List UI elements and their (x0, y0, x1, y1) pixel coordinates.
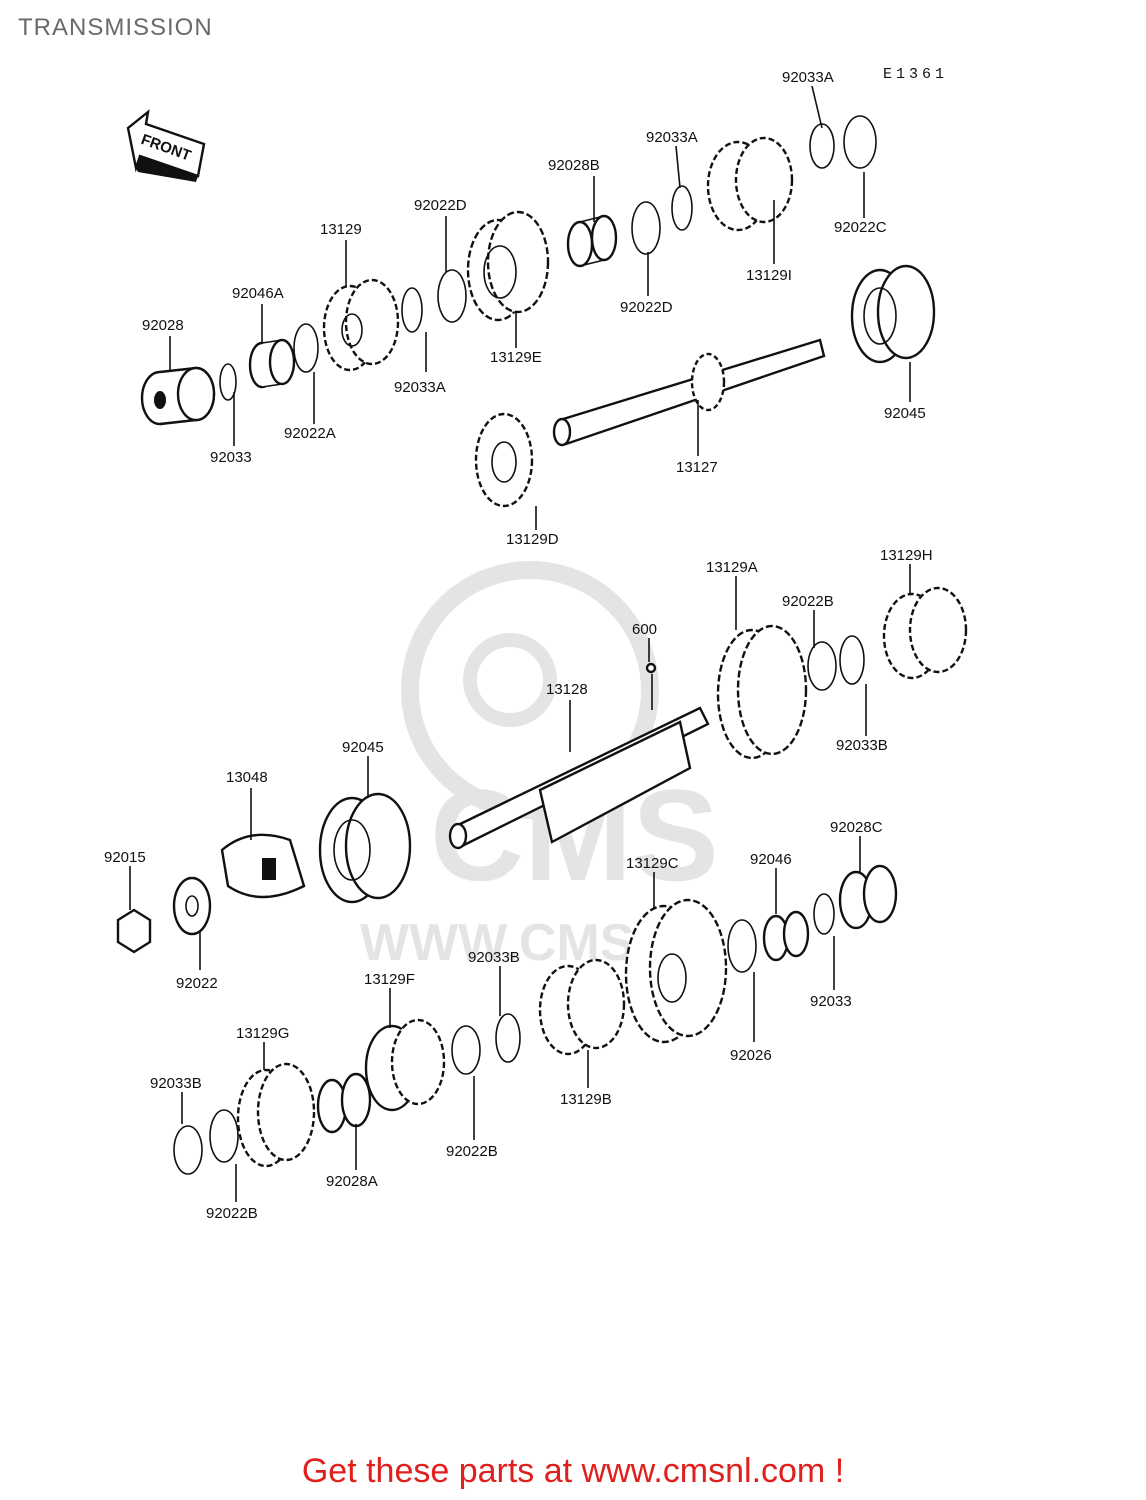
callout-13129f: 13129F (364, 971, 415, 988)
gear-13129a (716, 624, 808, 760)
gear-13129f (364, 1018, 446, 1112)
diagram-code: E1361 (883, 66, 949, 83)
callout-92045-upper: 92045 (884, 405, 926, 422)
shaft-13128 (448, 706, 710, 850)
callout-13129d: 13129D (506, 531, 559, 548)
gear-13129d (474, 412, 534, 508)
callout-92022: 92022 (176, 975, 218, 992)
bush-92028b (566, 214, 618, 268)
callout-92033b-1: 92033B (836, 737, 888, 754)
washer-92022d-1 (437, 269, 467, 323)
shaft-13127 (552, 338, 826, 447)
callout-13129: 13129 (320, 221, 362, 238)
washer-92022c (843, 115, 877, 169)
gear-13129g (236, 1062, 316, 1168)
callout-92028a: 92028A (326, 1173, 378, 1190)
circlip-92033a-3 (809, 123, 835, 169)
gear-13129h (882, 586, 968, 680)
callout-92028c: 92028C (830, 819, 883, 836)
washer-92022b-2 (451, 1025, 481, 1075)
circlip-92033b-3 (173, 1125, 203, 1175)
ball-600 (645, 662, 657, 674)
callout-92033-lower: 92033 (810, 993, 852, 1010)
gear-13129 (322, 278, 400, 372)
callout-92022d-1: 92022D (414, 197, 467, 214)
callout-92028: 92028 (142, 317, 184, 334)
watermark-url: WWW.CMSN (360, 914, 672, 972)
gear-13129e (466, 210, 550, 322)
ball-bearing-92045-upper (850, 264, 936, 364)
callout-92033a-1: 92033A (782, 69, 834, 86)
circlip-92033-lower (813, 893, 835, 935)
callout-13129i: 13129I (746, 267, 792, 284)
callout-92022b-1: 92022B (782, 593, 834, 610)
footer-cta-link[interactable]: Get these parts at www.cmsnl.com ! (301, 1452, 845, 1490)
callout-92022c: 92022C (834, 219, 887, 236)
callout-13129g: 13129G (236, 1025, 289, 1042)
callout-labels: 92033A 92033A 92028B 92022D 13129 92046A… (104, 69, 933, 1222)
callout-92033a-3: 92033A (394, 379, 446, 396)
callout-92046a: 92046A (232, 285, 284, 302)
circlip-92033a-2 (671, 185, 693, 231)
leader-lines (129, 85, 911, 1202)
washer-92026 (727, 919, 757, 973)
bush-92028c (838, 864, 898, 930)
circlip-92033b-2 (495, 1013, 521, 1063)
callout-92033a-2: 92033A (646, 129, 698, 146)
callout-13129c: 13129C (626, 855, 679, 872)
callout-92026: 92026 (730, 1047, 772, 1064)
washer-92022d-2 (631, 201, 661, 255)
sleeve-13048 (220, 833, 306, 899)
bush-92028a (316, 1072, 372, 1134)
callout-13129e: 13129E (490, 349, 542, 366)
callout-600: 600 (632, 621, 657, 638)
circlip-92033a-1 (401, 287, 423, 333)
circlip-92033b-1 (839, 635, 865, 685)
callout-92033: 92033 (210, 449, 252, 466)
gear-13129b (538, 958, 626, 1056)
callout-13129h: 13129H (880, 547, 933, 564)
callout-92033b-3: 92033B (150, 1075, 202, 1092)
front-arrow-icon: FRONT (126, 109, 206, 182)
callout-92033b-2: 92033B (468, 949, 520, 966)
callout-92028b: 92028B (548, 157, 600, 174)
callout-92045-lower: 92045 (342, 739, 384, 756)
needle-bearing-92046 (762, 910, 810, 962)
callout-13048: 13048 (226, 769, 268, 786)
callout-92046: 92046 (750, 851, 792, 868)
callout-13127: 13127 (676, 459, 718, 476)
ball-bearing-92045-lower (318, 792, 412, 904)
callout-92022d-2: 92022D (620, 299, 673, 316)
transmission-exploded-diagram: FRONT (104, 69, 968, 1222)
nut-92015 (116, 908, 152, 954)
callout-92015: 92015 (104, 849, 146, 866)
callout-13128: 13128 (546, 681, 588, 698)
callout-92022b-3: 92022B (206, 1205, 258, 1222)
callout-92022a: 92022A (284, 425, 336, 442)
bearing-cap-92028 (140, 366, 216, 426)
washer-92022b-1 (807, 641, 837, 691)
washer-92022b-3 (209, 1109, 239, 1163)
washer-92022a (293, 323, 319, 373)
callout-13129a: 13129A (706, 559, 758, 576)
gear-13129i (706, 136, 794, 232)
circlip-92033 (219, 363, 237, 401)
washer-92022 (172, 876, 212, 936)
callout-92022b-2: 92022B (446, 1143, 498, 1160)
page-title: TRANSMISSION (18, 14, 213, 41)
needle-bearing-92046a (248, 338, 296, 389)
callout-13129b: 13129B (560, 1091, 612, 1108)
gear-13129c (624, 898, 728, 1044)
